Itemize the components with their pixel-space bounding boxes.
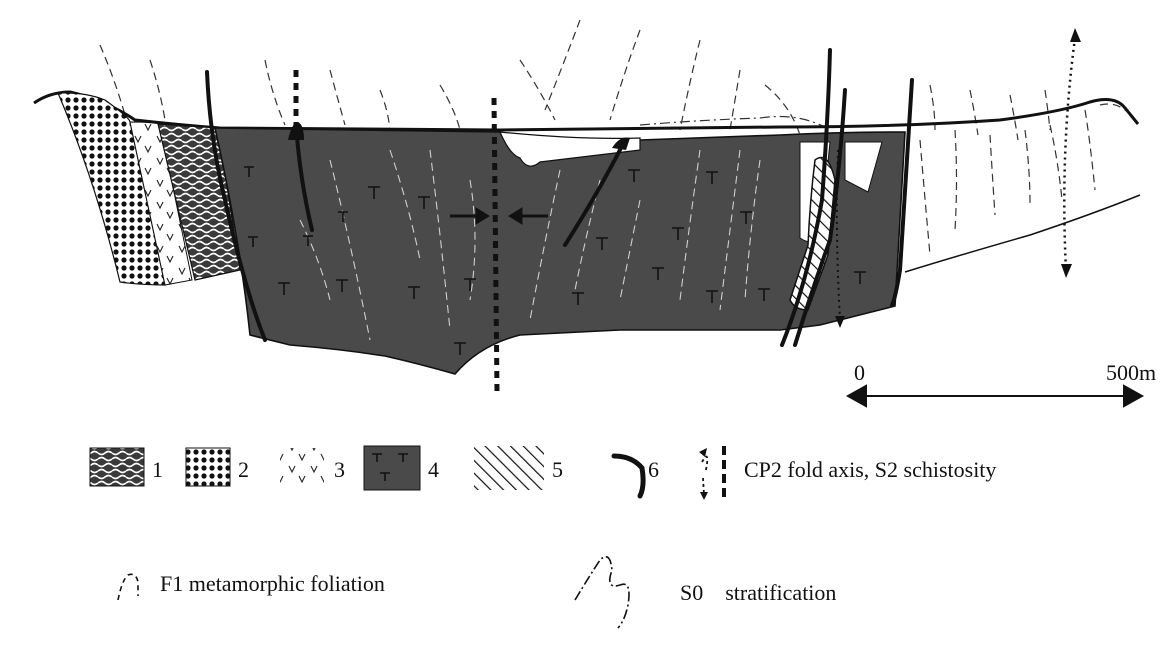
t-marks: [244, 166, 866, 355]
legend-swatch-1: [89, 447, 145, 487]
legend-swatch-2: [185, 447, 231, 487]
white-notch: [499, 131, 641, 167]
fold-axis-dotted: [835, 37, 1077, 321]
bulge-left: [288, 122, 304, 140]
arrowhead-down-2: [835, 316, 845, 328]
terrain-surface-line: [33, 90, 1140, 132]
legend-label-3: 3: [334, 457, 345, 482]
arrowhead-down: [1061, 264, 1072, 278]
stratification-label: S0 stratification: [680, 580, 837, 605]
legend-label-4: 4: [428, 457, 439, 482]
foliation-label: F1 metamorphic foliation: [160, 571, 385, 596]
foliation-lines-above: [99, 19, 1051, 141]
unit-6-thick-lines: [205, 48, 914, 347]
bulge-center: [612, 137, 630, 150]
foliation-lines-right: [919, 103, 1136, 256]
legend-label-5: 5: [552, 457, 563, 482]
legend-swatch-5: [474, 446, 544, 490]
scale-bar: [845, 384, 1145, 408]
white-lens-right-2: [844, 141, 883, 193]
legend-swatch-4: [363, 445, 421, 491]
s2-axis-center: [491, 97, 500, 393]
legend-swatches: [89, 445, 726, 629]
lower-boundary-right: [904, 194, 1141, 273]
unit-1-wavy: [157, 123, 241, 281]
legend-swatch-3: [280, 448, 324, 486]
foliation-lines-inside: [299, 149, 761, 341]
arrowhead-up: [1070, 28, 1081, 42]
scale-end-label: 500m: [1106, 360, 1157, 385]
stratification-line-top: [639, 115, 831, 131]
scale-start-label: 0: [854, 360, 865, 385]
fold-axis-label: CP2 fold axis, S2 schistosity: [744, 457, 997, 482]
converging-arrows: [450, 207, 548, 225]
legend-label-6: 6: [648, 457, 659, 482]
unit-2-dots: [57, 92, 166, 286]
legend-label-2: 2: [238, 457, 249, 482]
unit-3-v-marks: [129, 121, 193, 286]
legend-label-1: 1: [152, 457, 163, 482]
legend-swatch-6: [611, 453, 646, 499]
